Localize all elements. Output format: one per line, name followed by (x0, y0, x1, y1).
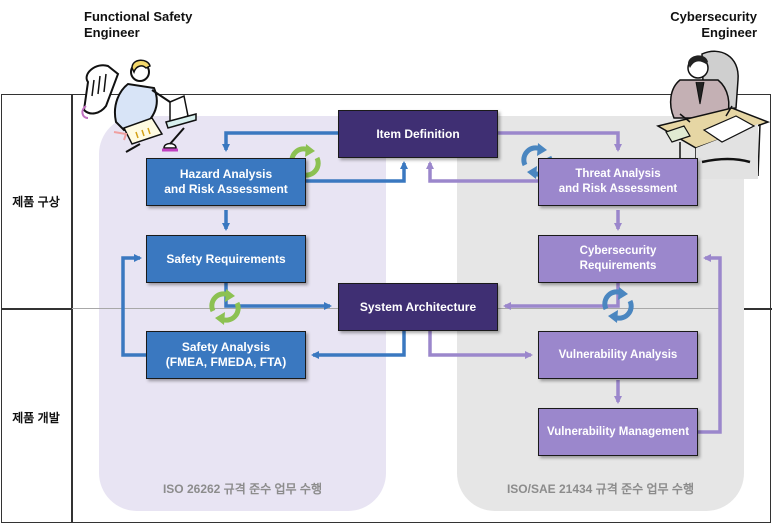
safety-analysis-label-line1: Safety Analysis (181, 340, 271, 354)
row-divider-left (1, 308, 72, 310)
arrow-safety-req-to-sysarch (224, 283, 332, 310)
cycle-icon-cyber (602, 287, 634, 323)
item-definition-box: Item Definition (338, 110, 498, 158)
arrow-safety-analysis-to-safety-req (121, 254, 146, 357)
arrow-item-to-hara (222, 131, 338, 152)
cycle-icon-safety (209, 289, 241, 325)
iso-26262-caption: ISO 26262 규격 준수 업무 수행 (162, 482, 323, 496)
hara-label-line1: Hazard Analysis (179, 167, 273, 181)
hara-label-line2: and Risk Assessment (164, 182, 288, 196)
functional-safety-engineer-illustration (81, 59, 197, 153)
safety-requirements-box: Safety Requirements (146, 235, 306, 283)
phase-label-concept: 제품 구상 (12, 195, 60, 209)
item-definition-label: Item Definition (376, 126, 460, 141)
tara-label-line1: Threat Analysis (575, 168, 661, 180)
iso-21434-caption: ISO/SAE 21434 규격 준수 업무 수행 (506, 482, 695, 496)
arrow-vuln-mgmt-to-cyber-req (698, 254, 722, 434)
vulnerability-analysis-label: Vulnerability Analysis (558, 348, 678, 361)
arrow-sysarch-to-safety-analysis (311, 331, 406, 359)
vulnerability-management-label: Vulnerability Management (546, 425, 690, 438)
system-architecture-label: System Architecture (359, 299, 477, 314)
system-architecture-box: System Architecture (338, 283, 498, 331)
arrow-cyber-req-to-sysarch (503, 283, 620, 310)
cybersecurity-requirements-box: Cybersecurity Requirements (538, 235, 698, 283)
phase-label-development: 제품 개발 (12, 411, 60, 425)
arrow-sysarch-to-vuln-analysis (428, 331, 533, 359)
arrow-hara-to-item (306, 161, 408, 183)
cyber-req-label-line2: Requirements (579, 260, 657, 272)
arrow-tara-to-item (426, 161, 538, 183)
vulnerability-management-box: Vulnerability Management (538, 408, 698, 456)
safety-requirements-label: Safety Requirements (166, 251, 286, 266)
vulnerability-analysis-box: Vulnerability Analysis (538, 331, 698, 379)
cyber-req-label-line1: Cybersecurity (579, 245, 657, 257)
safety-analysis-label-line2: (FMEA, FMEDA, FTA) (165, 355, 287, 369)
cybersecurity-engineer-illustration (656, 50, 770, 179)
arrow-item-to-tara (498, 131, 622, 152)
tara-label-line2: and Risk Assessment (558, 183, 678, 195)
tara-box: Threat Analysis and Risk Assessment (538, 158, 698, 206)
row-divider-right (720, 308, 772, 310)
safety-analysis-box: Safety Analysis (FMEA, FMEDA, FTA) (146, 331, 306, 379)
hara-box: Hazard Analysis and Risk Assessment (146, 158, 306, 206)
